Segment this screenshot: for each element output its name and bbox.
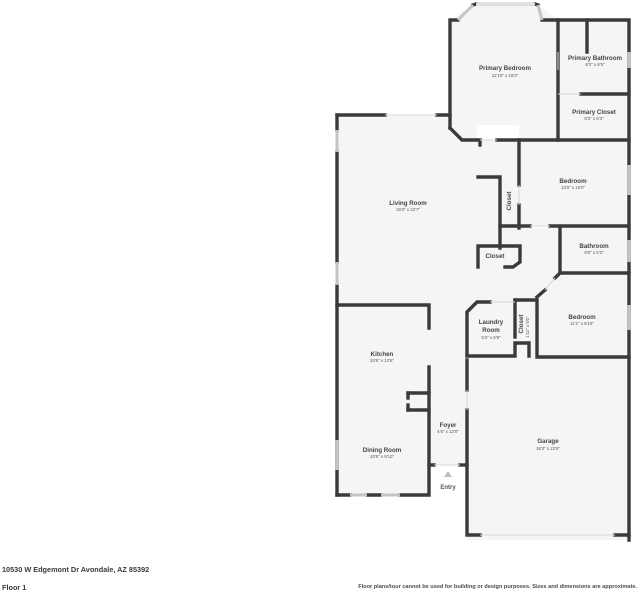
svg-text:Primary Bathroom: Primary Bathroom: [568, 55, 622, 62]
svg-text:Bathroom: Bathroom: [579, 243, 609, 250]
svg-text:4'5" x 12'0": 4'5" x 12'0": [437, 429, 459, 434]
svg-text:8'0" x 5'3": 8'0" x 5'3": [584, 250, 604, 255]
svg-text:Kitchen: Kitchen: [371, 351, 394, 358]
room-labels: Primary Bedroom 12'10" x 16'0" Primary B…: [363, 55, 623, 491]
svg-text:Bedroom: Bedroom: [559, 178, 587, 185]
windows: [335, 2, 631, 497]
svg-text:5'4" x 6'8": 5'4" x 6'8": [481, 335, 501, 340]
svg-text:Living Room: Living Room: [389, 200, 427, 207]
room-foyer: Foyer 4'5" x 12'0": [437, 422, 459, 434]
svg-text:Laundry: Laundry: [479, 319, 504, 326]
svg-text:8'3" x 5'3": 8'3" x 5'3": [584, 116, 604, 121]
svg-text:Room: Room: [482, 327, 500, 334]
floor-fills: [337, 5, 629, 540]
room-bedroom-2: Bedroom 11'2" x 9'10": [568, 314, 596, 326]
room-closet-hall: Closet: [506, 192, 513, 211]
room-primary-bathroom: Primary Bathroom 8'3" x 8'5": [568, 55, 622, 67]
svg-text:13'0" x 10'0": 13'0" x 10'0": [561, 185, 586, 190]
door-openings: [385, 52, 615, 536]
floor-label: Floor 1: [2, 583, 27, 592]
entry-arrow-icon: [444, 471, 452, 477]
svg-text:10'5" x 9'10": 10'5" x 9'10": [370, 454, 395, 459]
svg-text:19'3" x 22'7": 19'3" x 22'7": [396, 207, 421, 212]
room-bathroom: Bathroom 8'0" x 5'3": [579, 243, 609, 255]
room-kitchen: Kitchen 10'5" x 12'6": [370, 351, 395, 363]
room-bedroom-1: Bedroom 13'0" x 10'0": [559, 178, 587, 190]
room-closet-laundry: Closet 1'11" x 5'0": [518, 315, 530, 338]
room-living-room: Living Room 19'3" x 22'7": [389, 200, 427, 212]
svg-text:Closet: Closet: [486, 253, 505, 260]
svg-text:8'3" x 8'5": 8'3" x 8'5": [585, 62, 605, 67]
disclaimer-text: Floor plans/tour cannot be used for buil…: [358, 584, 637, 590]
walls: [335, 1, 631, 542]
svg-text:Primary Closet: Primary Closet: [572, 109, 616, 116]
svg-text:1'11" x 5'0": 1'11" x 5'0": [525, 316, 530, 338]
room-primary-closet: Primary Closet 8'3" x 5'3": [572, 109, 616, 121]
svg-text:Garage: Garage: [537, 438, 559, 445]
svg-text:Dining Room: Dining Room: [363, 447, 402, 454]
property-address: 10530 W Edgemont Dr Avondale, AZ 85392: [2, 565, 150, 574]
entry-marker: Entry: [440, 471, 456, 491]
svg-text:Entry: Entry: [440, 485, 456, 491]
svg-text:11'2" x 9'10": 11'2" x 9'10": [570, 321, 594, 326]
svg-text:Bedroom: Bedroom: [568, 314, 596, 321]
svg-text:19'3" x 22'6": 19'3" x 22'6": [536, 446, 561, 451]
room-dining-room: Dining Room 10'5" x 9'10": [363, 447, 402, 459]
svg-text:Closet: Closet: [518, 315, 525, 334]
room-laundry: Laundry Room 5'4" x 6'8": [479, 319, 504, 340]
svg-text:Closet: Closet: [506, 192, 513, 211]
svg-text:Primary Bedroom: Primary Bedroom: [479, 65, 531, 72]
svg-text:Foyer: Foyer: [440, 422, 457, 429]
room-primary-bedroom: Primary Bedroom 12'10" x 16'0": [479, 65, 531, 78]
svg-text:12'10" x 16'0": 12'10" x 16'0": [492, 73, 519, 78]
room-closet-small: Closet: [486, 253, 505, 260]
room-garage: Garage 19'3" x 22'6": [536, 438, 561, 451]
svg-text:10'5" x 12'6": 10'5" x 12'6": [370, 358, 395, 363]
